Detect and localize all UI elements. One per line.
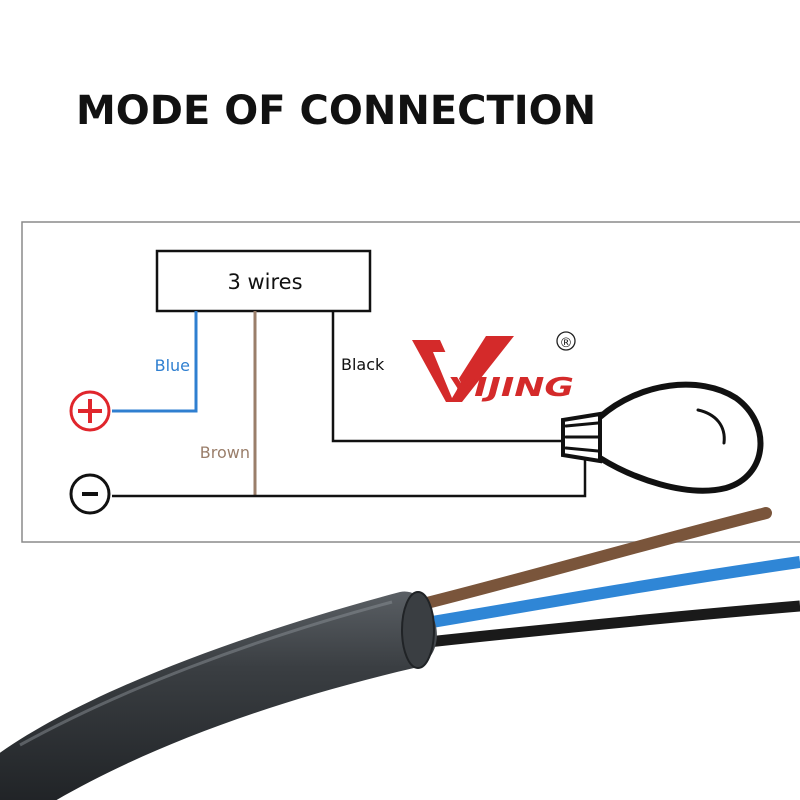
blue-wire	[112, 311, 198, 413]
page-title: MODE OF CONNECTION	[76, 88, 597, 134]
registered-mark-ring	[556, 331, 576, 351]
plus-sign-icon	[78, 399, 102, 423]
black-wire-label: Black	[341, 355, 385, 374]
brand-logo: YIJING ®	[412, 331, 576, 403]
negative-rail	[112, 446, 587, 498]
brown-wire-label: Brown	[200, 443, 250, 462]
negative-terminal	[69, 473, 111, 515]
logo-wordmark: YIJING	[448, 373, 574, 403]
black-wire	[331, 311, 562, 443]
sensor-box-label: 3 wires	[227, 270, 302, 294]
positive-terminal	[69, 390, 111, 432]
blue-core	[419, 556, 800, 630]
sensor-box	[155, 249, 372, 313]
black-core	[427, 600, 800, 648]
cable-jacket-highlight	[19, 600, 393, 747]
cable-jacket	[0, 591, 437, 800]
cable-illustration	[0, 507, 800, 800]
light-bulb-icon	[561, 381, 764, 494]
cable-jacket-end	[401, 591, 435, 669]
brown-core	[409, 507, 772, 612]
registered-mark: ®	[560, 336, 573, 351]
blue-wire-label: Blue	[155, 356, 190, 375]
logo-v-mark-inner	[433, 352, 461, 398]
